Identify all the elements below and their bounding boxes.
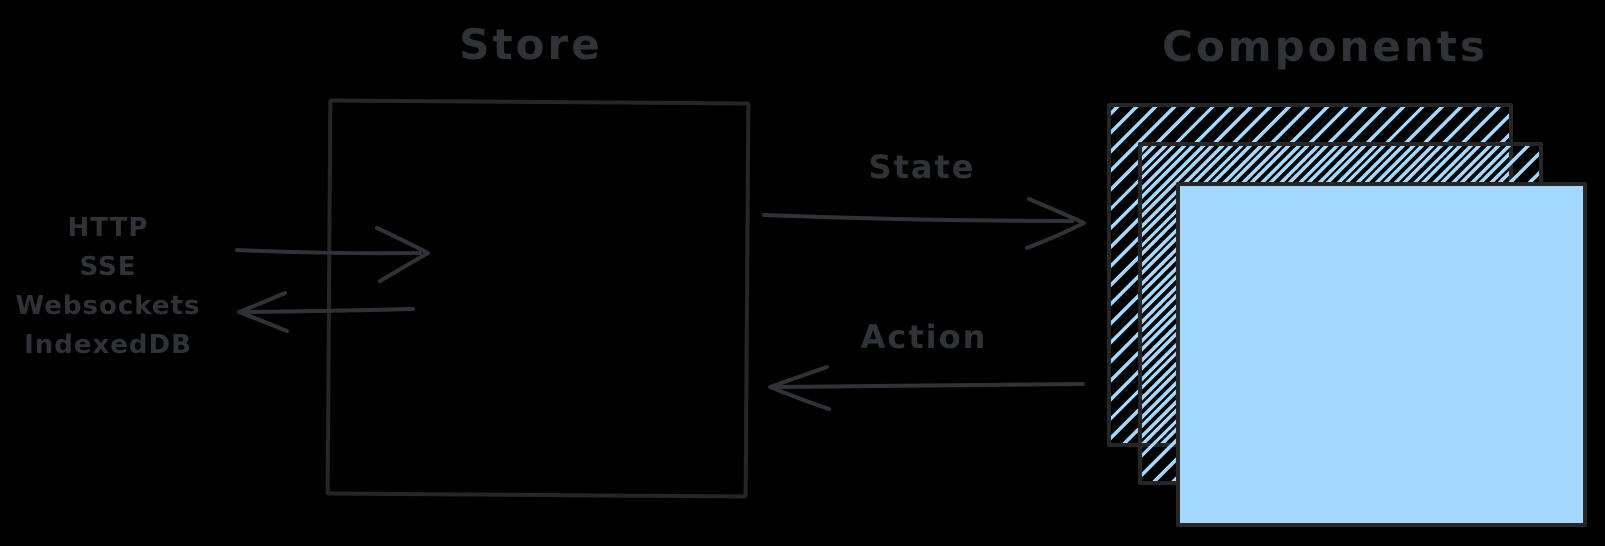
transport-item-sse: SSE	[79, 252, 137, 282]
store-title: Store	[459, 20, 603, 69]
components-title: Components	[1162, 22, 1488, 71]
component-box-front	[1176, 182, 1587, 527]
outbound-arrow-icon	[237, 291, 415, 333]
transport-item-indexeddb: IndexedDB	[24, 330, 192, 360]
transport-item-websockets: Websockets	[15, 291, 201, 321]
action-label: Action	[860, 318, 988, 356]
inbound-arrow-icon	[235, 226, 430, 283]
state-label: State	[868, 148, 976, 186]
transport-item-http: HTTP	[67, 213, 149, 243]
action-arrow-icon	[768, 365, 1085, 411]
state-arrow-icon	[762, 197, 1086, 250]
transport-list: HTTP SSE Websockets IndexedDB	[8, 209, 208, 365]
